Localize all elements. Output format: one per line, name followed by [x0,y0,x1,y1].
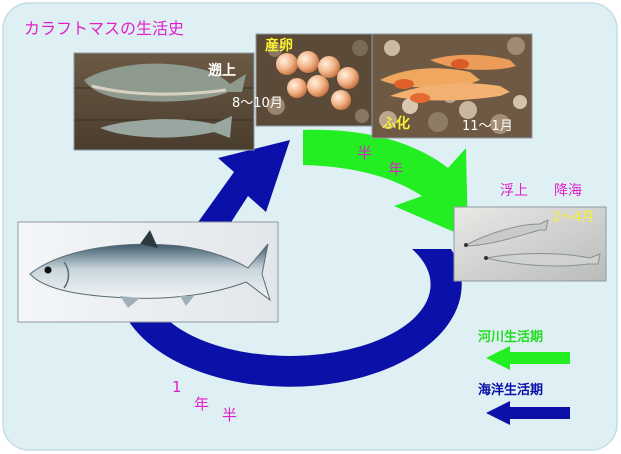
river-duration-2: 年 [388,160,404,178]
legend-river-arrow [486,346,570,370]
fry-photo [454,207,606,281]
upstream-period: 8〜10月 [232,96,283,111]
sea-duration-2: 年 [194,395,210,413]
river-duration-1: 半 [357,144,373,162]
legend-sea-arrow [486,401,570,425]
sea-duration-3: 半 [222,406,238,424]
spawning-label: 産卵 [265,38,293,54]
descending-period: 2〜4月 [552,210,595,225]
sea-duration-1: 1 [172,378,182,396]
page-title: カラフトマスの生活史 [24,19,185,38]
hatching-label: ふ化 [382,116,410,132]
eggs-photo [256,34,372,126]
legend-river-label: 河川生活期 [478,330,544,345]
adult-salmon-photo [18,222,278,322]
legend-sea-label: 海洋生活期 [478,383,544,398]
hatching-period: 11〜1月 [462,119,513,134]
river-arrow [303,129,468,238]
upstream-label: 遡上 [208,63,236,79]
floating-label: 浮上 [500,183,528,199]
descending-label: 降海 [554,183,582,199]
hatching-photo [372,34,532,138]
upstream-salmon-photo [74,53,254,150]
